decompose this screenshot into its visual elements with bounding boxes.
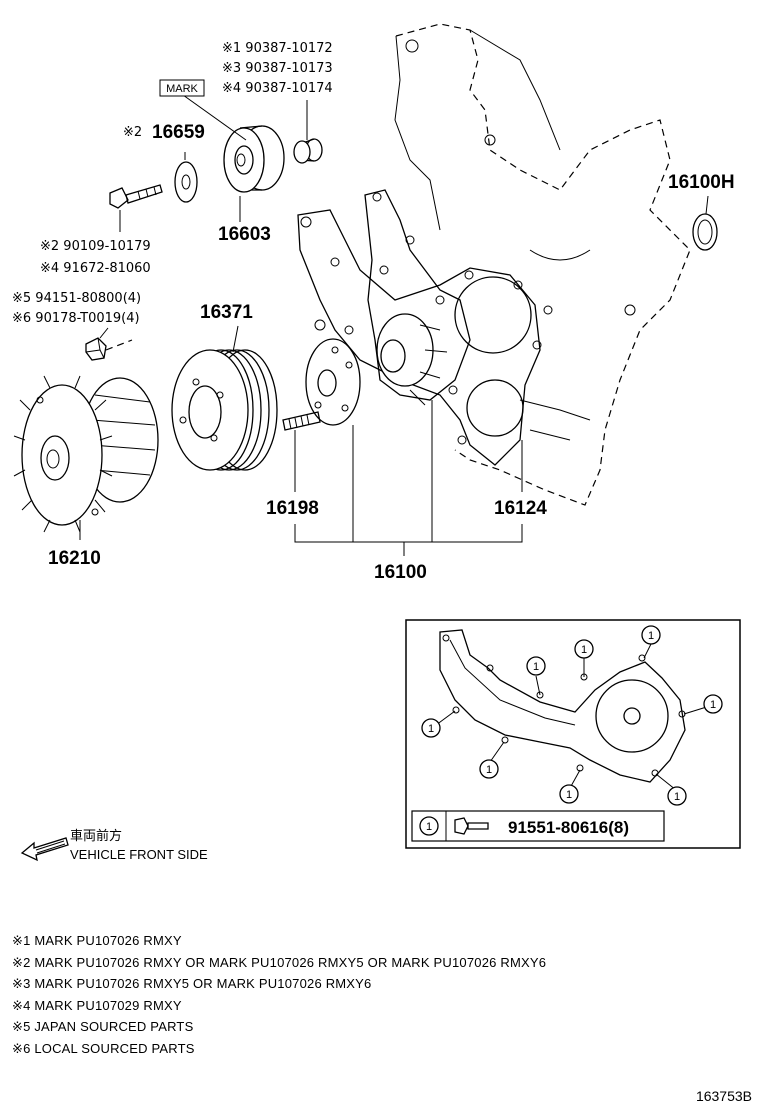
svg-text:1: 1 [426,821,432,833]
footnotes: ※1 MARK PU107026 RMXY ※2 MARK PU107026 R… [12,930,546,1059]
ref-bolt-2: ※2 90109-10179 [40,239,151,254]
svg-text:1: 1 [648,630,654,642]
ref-bolt-4: ※4 91672-81060 [40,261,151,276]
washer-drawing [174,161,198,203]
part-16659: 16659 [152,122,205,143]
inset-callout-circles: 1 1 1 1 1 1 1 1 [421,625,723,806]
idler-bolt-drawing [109,184,163,209]
ref-cover-1: ※1 90387-10172 [222,41,333,56]
part-16371: 16371 [200,302,253,323]
stud-bolt-drawing [282,411,321,431]
vehicle-front-jp: 車両前方 [70,828,123,843]
ref-cover-4: ※4 90387-10174 [222,81,333,96]
svg-text:1: 1 [566,789,572,801]
mark-tag: MARK [159,79,205,97]
timing-cover-drawing [314,23,691,506]
svg-text:1: 1 [710,699,716,711]
front-arrow-icon [20,837,69,862]
note-2: ※2 MARK PU107026 RMXY OR MARK PU107026 R… [12,954,547,970]
note-3: ※3 MARK PU107026 RMXY5 OR MARK PU107026 … [12,976,372,991]
pulley-drawing [171,349,278,471]
diagram-id: 163753B [695,1088,752,1104]
inset-bolt-part: 91551-80616(8) [508,818,629,837]
ref-washer-note: ※2 [123,125,142,140]
o-ring-drawing [692,213,718,251]
ref-cover-3: ※3 90387-10173 [222,61,333,76]
part-16198: 16198 [266,498,319,519]
vehicle-front-label: 車両前方 VEHICLE FRONT SIDE [70,826,208,864]
part-16124: 16124 [494,498,547,519]
pump-hub-drawing [305,338,361,426]
note-1: ※1 MARK PU107026 RMXY [12,933,182,948]
note-4: ※4 MARK PU107029 RMXY [12,997,182,1013]
svg-text:1: 1 [486,764,492,776]
part-16210: 16210 [48,548,101,569]
svg-text:MARK: MARK [166,83,198,95]
leader-lines [79,94,709,556]
svg-text:1: 1 [674,791,680,803]
part-16100: 16100 [374,562,427,583]
fan-clutch-drawing [13,375,159,533]
note-5: ※5 JAPAN SOURCED PARTS [12,1019,194,1034]
ref-nut-6: ※6 90178-T0019(4) [12,311,140,326]
svg-text:1: 1 [428,723,434,735]
water-pump-drawing [364,189,471,406]
part-16100h: 16100H [668,172,735,193]
nut-drawing [85,337,133,361]
svg-text:1: 1 [581,644,587,656]
inset-bolt-location: 1 1 1 1 1 1 1 1 1 91551-80616(8) [405,619,741,849]
note-6: ※6 LOCAL SOURCED PARTS [12,1040,195,1056]
part-16603: 16603 [218,224,271,245]
svg-text:1: 1 [533,661,539,673]
vehicle-front-en: VEHICLE FRONT SIDE [70,847,208,862]
idler-pulley-drawing [223,125,285,193]
ref-nut-5: ※5 94151-80800(4) [12,291,141,306]
cover-drawing [293,138,323,164]
